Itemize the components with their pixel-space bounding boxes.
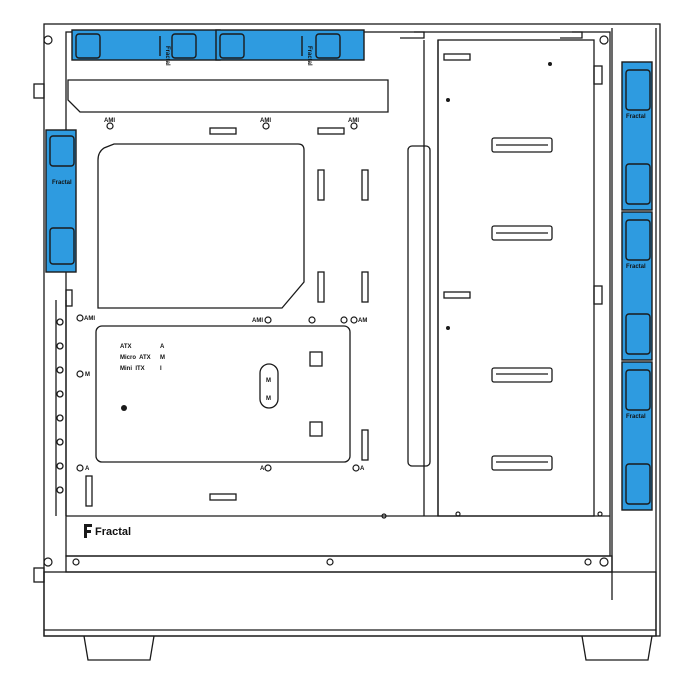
left-latch-bottom xyxy=(33,567,45,583)
cable-divider-bar xyxy=(407,145,431,467)
fractal-logo-text: Fractal xyxy=(95,526,131,538)
motherboard-area-panel xyxy=(95,325,351,463)
label-ami-left: AMI xyxy=(84,316,95,322)
expansion-slots xyxy=(55,300,67,516)
form-factor-row-1-code: A xyxy=(160,344,165,350)
fractal-logo: Fractal xyxy=(84,524,131,538)
bottom-panel xyxy=(43,571,657,637)
fan-brand-top-1: Fractal xyxy=(164,46,170,66)
label-ami-3: AMI xyxy=(348,118,359,124)
label-am: AM xyxy=(358,318,367,324)
top-notch-2 xyxy=(560,31,583,39)
label-a-mid: A xyxy=(260,466,265,472)
case-foot-left xyxy=(83,635,155,661)
standoff-slot xyxy=(259,363,279,409)
label-ami-mid: AMI xyxy=(252,318,263,324)
fan-brand-front-1: Fractal xyxy=(626,114,646,120)
top-notch-1 xyxy=(400,31,425,39)
fan-brand-top-2: Fractal xyxy=(306,46,312,66)
form-factor-row-1-name: ATX xyxy=(120,344,132,350)
front-fan-1 xyxy=(621,61,653,211)
form-factor-row-3-name: Mini ITX xyxy=(120,366,145,372)
psu-shroud xyxy=(65,555,613,573)
front-fan-group xyxy=(621,61,653,511)
cpu-cutout xyxy=(97,143,305,309)
rear-fan xyxy=(45,129,77,273)
front-latch-2 xyxy=(593,285,603,305)
left-latch-top xyxy=(33,83,45,99)
front-fan-3 xyxy=(621,361,653,511)
case-inner-frame xyxy=(65,31,611,557)
top-cable-bar xyxy=(67,79,389,113)
label-ami-1: AMI xyxy=(104,118,115,124)
fan-brand-rear: Fractal xyxy=(52,180,72,186)
case-outer-frame xyxy=(43,23,661,637)
label-m: M xyxy=(85,372,90,378)
form-factor-row-2-code: M xyxy=(160,355,165,361)
top-fan-group xyxy=(71,29,365,61)
drive-sled-2 xyxy=(491,225,553,241)
drive-sled-3 xyxy=(491,367,553,383)
label-a-left: A xyxy=(85,466,90,472)
mount-dots xyxy=(121,62,552,411)
fractal-logo-mark xyxy=(84,524,92,538)
front-latch xyxy=(593,65,603,85)
drive-bay-cage xyxy=(437,39,595,517)
drive-sled-4 xyxy=(491,455,553,471)
fan-brand-front-2: Fractal xyxy=(626,264,646,270)
label-slot-m-upper: M xyxy=(266,378,271,384)
fan-brand-front-3: Fractal xyxy=(626,414,646,420)
label-slot-m-lower: M xyxy=(266,396,271,402)
cable-tie-slots xyxy=(65,53,471,507)
case-foot-right xyxy=(581,635,653,661)
form-factor-row-2-name: Micro ATX xyxy=(120,355,151,361)
drive-sled-1 xyxy=(491,137,553,153)
form-factor-table: ATX A Micro ATX M Mini ITX I xyxy=(120,344,165,372)
label-ami-2: AMI xyxy=(260,118,271,124)
form-factor-row-3-code: I xyxy=(160,366,162,372)
front-fan-2 xyxy=(621,211,653,361)
label-a-right: A xyxy=(360,466,365,472)
standoff-holes xyxy=(43,35,609,567)
